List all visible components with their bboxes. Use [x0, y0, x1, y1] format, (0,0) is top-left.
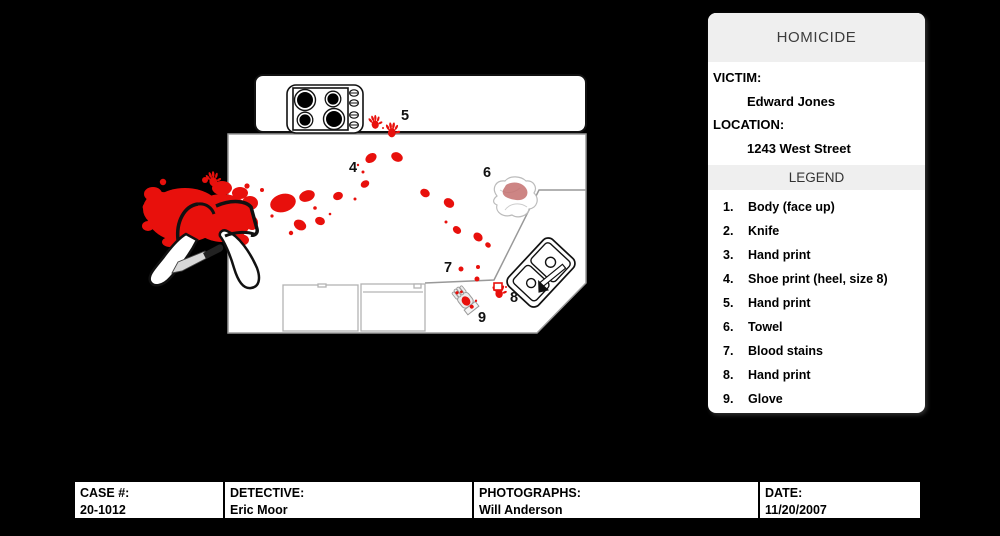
panel-title: HOMICIDE	[708, 13, 925, 62]
legend-item: 8. Hand print	[723, 368, 811, 382]
burner	[293, 88, 346, 131]
hand-print-icon	[204, 113, 508, 299]
case-report-panel: HOMICIDE VICTIM: Edward Jones LOCATION: …	[708, 13, 925, 413]
legend-item: 9. Glove	[723, 392, 783, 406]
photographs-label: PHOTOGRAPHS:	[479, 486, 581, 500]
cabinet-handle	[317, 283, 327, 288]
case-number-label: CASE #:	[80, 486, 130, 500]
blood-stain	[458, 266, 464, 272]
date-label: DATE:	[765, 486, 803, 500]
marker-label-8: 8	[510, 290, 518, 306]
detective-label: DETECTIVE:	[230, 486, 305, 500]
glove-icon	[451, 285, 480, 316]
knife-icon	[171, 244, 224, 274]
legend-item: 4. Shoe print (heel, size 8)	[723, 272, 888, 286]
legend-list: 1. Body (face up) 2. Knife 3. Hand print…	[708, 190, 925, 411]
case-number-value: 20-1012	[80, 503, 126, 517]
faucet-icon	[538, 263, 567, 293]
case-number-cell: CASE #: 20-1012	[75, 482, 223, 518]
blood-splatter	[246, 152, 491, 282]
victim-info: VICTIM: Edward Jones LOCATION: 1243 West…	[708, 70, 925, 156]
marker-label-7: 7	[444, 260, 452, 276]
cabinets	[282, 283, 426, 332]
cabinet	[360, 283, 426, 332]
legend-item: 1. Body (face up)	[723, 200, 835, 214]
legend-item: 7. Blood stains	[723, 344, 824, 358]
stove-knobs	[349, 89, 360, 129]
legend-item: 6. Towel	[723, 320, 783, 334]
blood-pool	[142, 177, 258, 247]
detective-cell: DETECTIVE: Eric Moor	[223, 482, 472, 518]
detective-value: Eric Moor	[230, 503, 288, 517]
sink-nook-wall	[424, 189, 586, 284]
location-label: LOCATION:	[713, 117, 785, 132]
sink-icon	[506, 237, 576, 308]
marker-label-6: 6	[483, 165, 491, 181]
legend-item: 3. Hand print	[723, 248, 811, 262]
marker-label-9: 9	[478, 310, 486, 326]
legend-title: LEGEND	[708, 165, 925, 190]
blood-stain	[474, 276, 480, 282]
photographs-cell: PHOTOGRAPHS: Will Anderson	[472, 482, 758, 518]
legend-item: 2. Knife	[723, 224, 780, 238]
glove-blood-stain	[455, 290, 478, 309]
date-value: 11/20/2007	[765, 503, 827, 517]
marker-label-4: 4	[349, 160, 357, 176]
date-cell: DATE: 11/20/2007	[758, 482, 920, 518]
marker-label-5: 5	[401, 108, 409, 124]
body-arm	[175, 202, 199, 241]
victim-label: VICTIM:	[713, 70, 762, 85]
photographs-value: Will Anderson	[479, 503, 563, 517]
cabinet-handle	[413, 283, 422, 289]
cabinet	[282, 284, 359, 332]
body-knee	[215, 199, 259, 237]
towel-icon	[493, 176, 538, 218]
stove-icon	[286, 84, 364, 134]
location-value: 1243 West Street	[747, 141, 851, 156]
towel-blood-stain	[502, 182, 528, 201]
body-leg	[218, 229, 261, 290]
victim-name: Edward Jones	[747, 94, 836, 109]
case-info-table: CASE #: 20-1012 DETECTIVE: Eric Moor PHO…	[73, 480, 922, 520]
blood-stain	[476, 265, 480, 269]
legend-item: 5. Hand print	[723, 296, 811, 310]
